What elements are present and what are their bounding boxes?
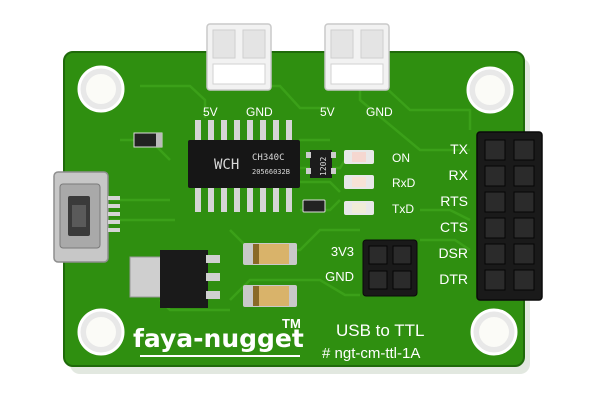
led-on-label: ON xyxy=(392,151,410,165)
header-pin-dtr-label: DTR xyxy=(439,271,468,287)
ch340c-chip xyxy=(188,120,300,212)
power-connector-left xyxy=(206,23,272,91)
small-sot-part xyxy=(306,150,336,178)
led-rxd xyxy=(344,175,374,189)
board-model: # ngt-cm-ttl-1A xyxy=(322,345,420,362)
power-left-pin-1-label: 5V xyxy=(203,105,218,119)
header-pin-rts-label: RTS xyxy=(440,193,468,209)
chip-part-number: CH340C xyxy=(252,153,285,163)
led-txd xyxy=(344,201,374,215)
header-pin-tx-label: TX xyxy=(450,141,469,157)
tantalum-capacitor-1 xyxy=(243,243,297,265)
aux-header-2x2 xyxy=(362,239,418,297)
led-on xyxy=(344,150,374,164)
led-txd-label: TxD xyxy=(392,202,414,216)
led-rxd-label: RxD xyxy=(392,176,416,190)
header-pin-cts-label: CTS xyxy=(440,219,468,235)
micro-usb-connector xyxy=(53,171,120,263)
sot-marking: 1202 xyxy=(319,157,328,176)
power-right-pin-2-label: GND xyxy=(366,105,393,119)
power-right-pin-1-label: 5V xyxy=(320,105,335,119)
power-connector-right xyxy=(324,23,390,91)
chip-logo: WCH xyxy=(214,157,239,173)
header-pin-rx-label: RX xyxy=(449,167,469,183)
voltage-regulator xyxy=(129,250,220,308)
smd-resistor xyxy=(302,199,326,213)
mounting-holes xyxy=(77,65,518,356)
board-title: USB to TTL xyxy=(336,321,425,340)
aux-pin-gnd-label: GND xyxy=(325,269,354,284)
trademark-mark: TM xyxy=(282,316,301,331)
brand-logo-text: faya-nugget xyxy=(133,324,304,353)
power-left-pin-2-label: GND xyxy=(246,105,273,119)
tantalum-capacitor-2 xyxy=(243,285,297,307)
chip-lot-number: 20566032B xyxy=(252,168,290,176)
pin-header-6x2 xyxy=(476,131,543,301)
aux-pin-3v3-label: 3V3 xyxy=(331,244,354,259)
copper-traces xyxy=(110,84,472,312)
header-pin-dsr-label: DSR xyxy=(438,245,468,261)
